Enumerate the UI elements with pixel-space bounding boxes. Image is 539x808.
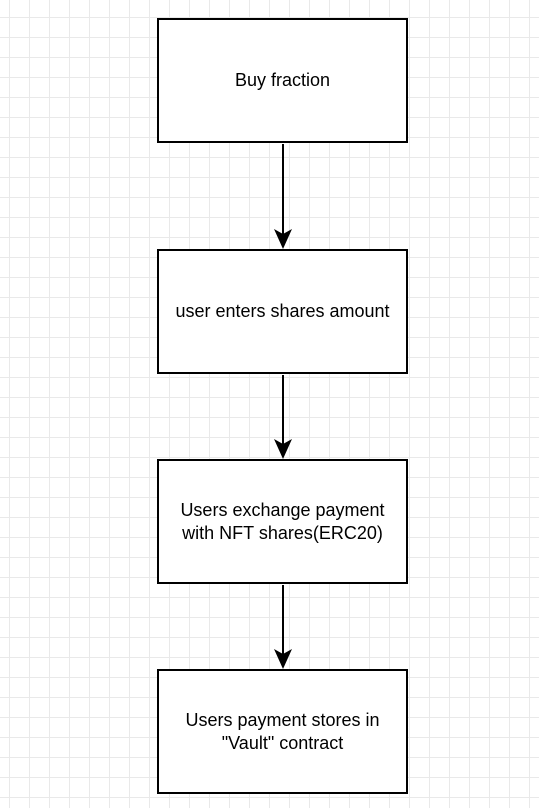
- arrow-n3-n4: [274, 585, 292, 669]
- node-label: Buy fraction: [234, 70, 331, 90]
- node-label: Users exchange payment with NFT shares(E…: [180, 499, 385, 543]
- arrow-n1-n2: [274, 144, 292, 249]
- node-label: Users payment stores in "Vault" contract: [185, 709, 380, 753]
- node-exchange-payment[interactable]: Users exchange payment with NFT shares(E…: [157, 459, 408, 584]
- node-label: user enters shares amount: [175, 301, 390, 321]
- node-buy-fraction[interactable]: Buy fraction: [157, 18, 408, 143]
- node-enter-shares-amount[interactable]: user enters shares amount: [157, 249, 408, 374]
- arrow-n2-n3: [274, 375, 292, 459]
- node-payment-vault[interactable]: Users payment stores in "Vault" contract: [157, 669, 408, 794]
